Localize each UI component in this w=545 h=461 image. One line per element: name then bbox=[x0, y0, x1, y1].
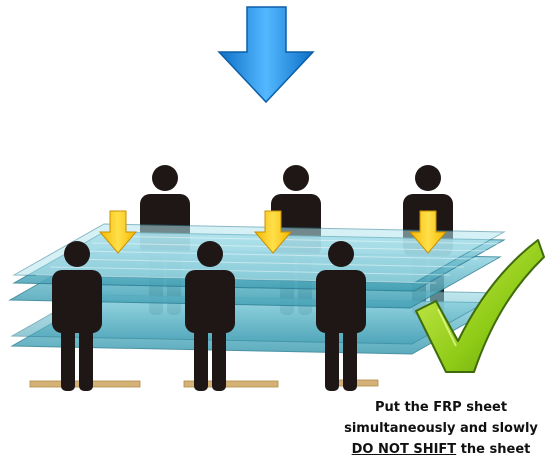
load-down-arrow-icon bbox=[217, 6, 315, 104]
caption-line-3: DO NOT SHIFT the sheet bbox=[341, 439, 541, 460]
frp-sheet-stack bbox=[8, 223, 506, 355]
small-down-arrow-icon bbox=[98, 210, 138, 254]
caption-line-2: simultaneously and slowly bbox=[344, 421, 538, 436]
caption-line-1: Put the FRP sheet bbox=[374, 400, 508, 415]
instruction-caption: Put the FRP sheet simultaneously and slo… bbox=[341, 397, 541, 460]
approval-checkmark-icon bbox=[415, 239, 545, 373]
caption-warning: DO NOT SHIFT bbox=[351, 442, 457, 457]
press-arrows bbox=[98, 210, 448, 254]
caption-line-3-rest: the sheet bbox=[456, 442, 531, 457]
small-down-arrow-icon bbox=[408, 210, 448, 254]
small-down-arrow-icon bbox=[253, 210, 293, 254]
